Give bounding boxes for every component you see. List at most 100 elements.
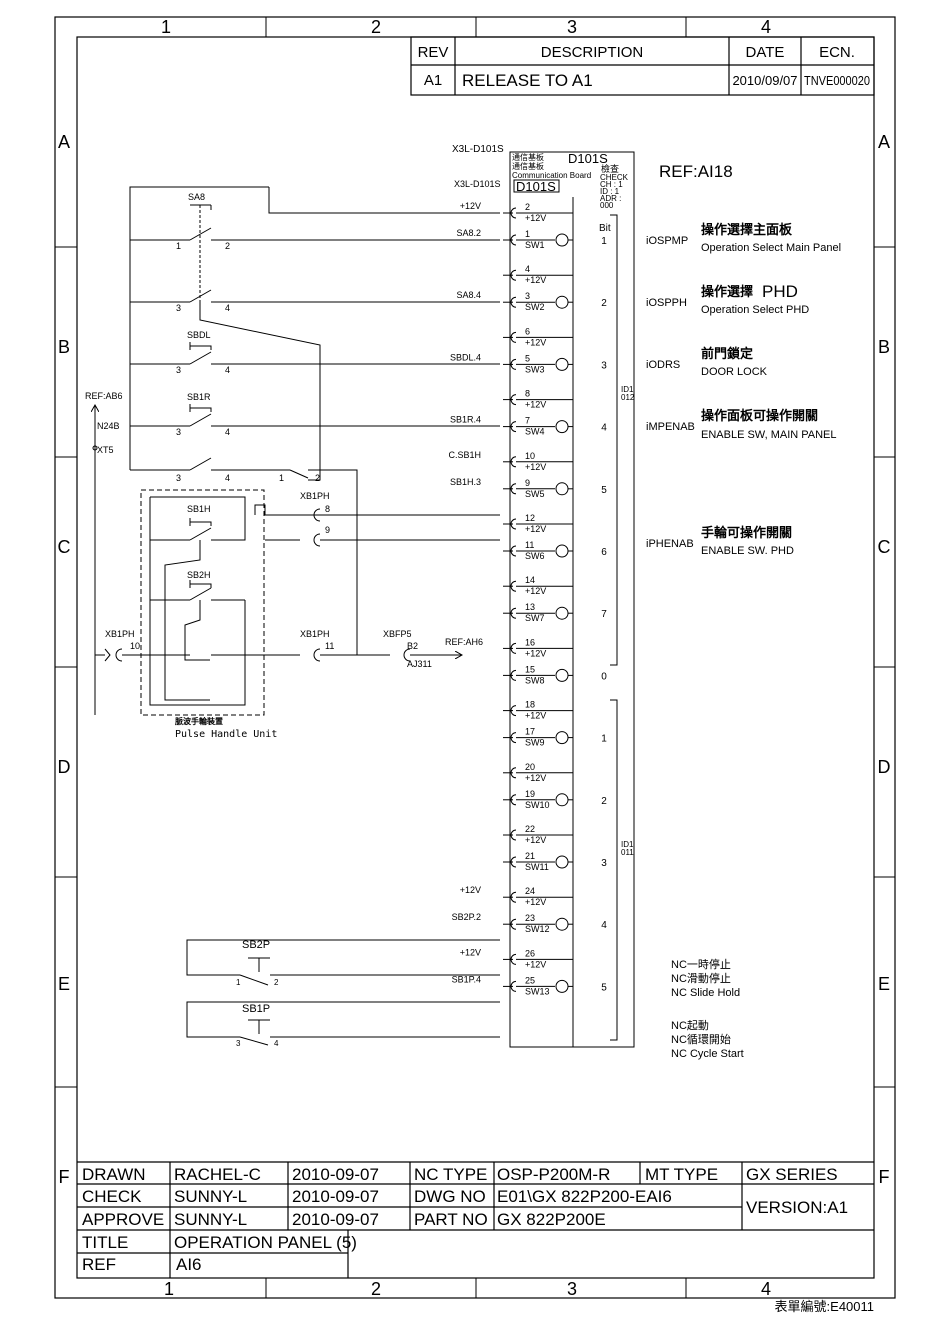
pin-number: 19 xyxy=(525,789,535,799)
pin-sub-label: SW5 xyxy=(525,489,545,499)
check-line-5: 000 xyxy=(600,201,614,210)
board-cn-label-1: 通信基板 xyxy=(512,152,544,162)
drawn-name: RACHEL-C xyxy=(174,1165,261,1184)
id-group-1-a: ID1 xyxy=(621,385,634,394)
power-pin-row xyxy=(503,518,573,530)
pin-sub-label: +12V xyxy=(525,897,546,907)
bit-number: 5 xyxy=(601,982,607,993)
phu-cn-label: 脈波手輪裝置 xyxy=(175,716,223,726)
power-pin-row xyxy=(503,829,573,841)
approve-name: SUNNY-L xyxy=(174,1210,247,1229)
signal-en-impenab: ENABLE SW, MAIN PANEL xyxy=(701,429,837,441)
ref-value: AI6 xyxy=(176,1255,202,1274)
pin-sub-label: SW3 xyxy=(525,364,545,374)
pin-sub-label: +12V xyxy=(525,586,546,596)
col-label-1-bottom: 1 xyxy=(164,1279,174,1299)
sa8-t3: 3 xyxy=(176,303,181,313)
sa8-t4: 4 xyxy=(225,303,230,313)
title-value: OPERATION PANEL (5) xyxy=(174,1233,357,1252)
row-label-e-left: E xyxy=(58,974,70,994)
drawn-label: DRAWN xyxy=(82,1165,146,1184)
sw-pin-row xyxy=(503,855,573,869)
input-circle xyxy=(555,295,569,309)
pin-number: 15 xyxy=(525,664,535,674)
bit-number: 1 xyxy=(601,236,607,247)
power-pin-row xyxy=(503,767,573,779)
col-label-3-top: 3 xyxy=(567,17,577,37)
sa8-t2: 2 xyxy=(225,241,230,251)
signal-en-iphenab: ENABLE SW. PHD xyxy=(701,545,794,557)
power-pin-row xyxy=(503,580,573,592)
xb1ph-left-label: XB1PH xyxy=(105,629,135,639)
signal-cn-iospmp: 操作選擇主面板 xyxy=(701,222,793,237)
pin-sub-label: SW9 xyxy=(525,738,545,748)
bit-number: 6 xyxy=(601,547,607,558)
sw-pin-row xyxy=(503,793,573,807)
pin-external-label: +12V xyxy=(460,885,481,895)
note-start-2: NC循環開始 xyxy=(671,1032,731,1046)
pin-sub-label: SW11 xyxy=(525,862,549,872)
ref-ab6: REF:AB6 xyxy=(85,391,123,401)
pin-number: 2 xyxy=(525,202,530,212)
description-value: RELEASE TO A1 xyxy=(462,71,593,90)
board-connector-label: X3L-D101S xyxy=(452,144,504,155)
sb2p-t1: 1 xyxy=(236,978,241,987)
pin-number: 6 xyxy=(525,326,530,336)
grid-labels: 1 2 3 4 1 2 3 4 A B C D E F A B C D E F xyxy=(58,17,891,1299)
drawn-date: 2010-09-07 xyxy=(292,1165,379,1184)
xb1ph-connector-9 xyxy=(313,533,321,547)
pin-number: 16 xyxy=(525,637,535,647)
signal-cn-iodrs: 前門鎖定 xyxy=(701,346,753,361)
sb1r-t4b: 4 xyxy=(225,473,230,483)
xb1ph-connector-10 xyxy=(104,648,123,662)
check-line-1: CHECK xyxy=(600,173,629,182)
communication-board: X3L-D101S D101S 通信基板 通信基板 Communication … xyxy=(452,144,733,1048)
input-circle xyxy=(555,544,569,558)
pin-external-label: SA8.2 xyxy=(456,228,481,238)
phu-en-label: Pulse Handle Unit xyxy=(175,729,277,740)
ecn-value: TNVE000020 xyxy=(804,73,870,88)
xb1ph-connector-8 xyxy=(300,508,321,522)
id-group-2-b: 011 xyxy=(621,848,634,857)
power-pin-row xyxy=(503,394,573,406)
pin-external-label: +12V xyxy=(460,201,481,211)
sb1r-t4: 4 xyxy=(225,427,230,437)
power-pin-row xyxy=(503,331,573,343)
pin-number: 23 xyxy=(525,913,535,923)
xb1ph-connector-11 xyxy=(313,648,321,662)
pin-number: 9 xyxy=(525,478,530,488)
pin-number: 13 xyxy=(525,602,535,612)
dwg-no-value: E01\GX 822P200-EAI6 xyxy=(497,1187,672,1206)
xb1ph-mid-label: XB1PH xyxy=(300,629,330,639)
rev-header: REV xyxy=(418,44,449,61)
power-pin-row xyxy=(503,269,573,281)
pin-number: 4 xyxy=(525,264,530,274)
signal-code-impenab: iMPENAB xyxy=(646,421,695,433)
signal-code-iphenab: iPHENAB xyxy=(646,538,694,550)
signal-code-iospph: iOSPPH xyxy=(646,297,687,309)
check-label: CHECK xyxy=(82,1187,142,1206)
sb1p-t3: 3 xyxy=(236,1039,241,1048)
nc-type-value: OSP-P200M-R xyxy=(497,1165,610,1184)
sw-pin-row xyxy=(503,295,573,309)
input-circle xyxy=(555,233,569,247)
mt-type-label: MT TYPE xyxy=(645,1165,718,1184)
pin-external-label: SB2P.2 xyxy=(452,912,481,922)
board-ref: REF:AI18 xyxy=(659,162,733,181)
signal-descriptions: iOSPMP 操作選擇主面板 Operation Select Main Pan… xyxy=(646,222,841,557)
pin-sub-label: SW10 xyxy=(525,800,550,810)
approve-label: APPROVE xyxy=(82,1210,164,1229)
note-start-3: NC Cycle Start xyxy=(671,1048,744,1060)
pin-sub-label: +12V xyxy=(525,400,546,410)
pin-sub-label: +12V xyxy=(525,773,546,783)
board-cn-label-2: 通信基板 xyxy=(512,161,544,171)
bit-label: Bit xyxy=(599,223,611,234)
approve-date: 2010-09-07 xyxy=(292,1210,379,1229)
version-value: VERSION:A1 xyxy=(746,1198,848,1217)
id-group-2-a: ID1 xyxy=(621,840,634,849)
sw-pin-row xyxy=(503,731,573,745)
title-label: TITLE xyxy=(82,1233,128,1252)
board-pins: 2+12V+12V1SW1SA8.214+12V3SW2SA8.426+12V5… xyxy=(448,201,607,996)
input-circle xyxy=(555,917,569,931)
pin-number: 21 xyxy=(525,851,535,861)
